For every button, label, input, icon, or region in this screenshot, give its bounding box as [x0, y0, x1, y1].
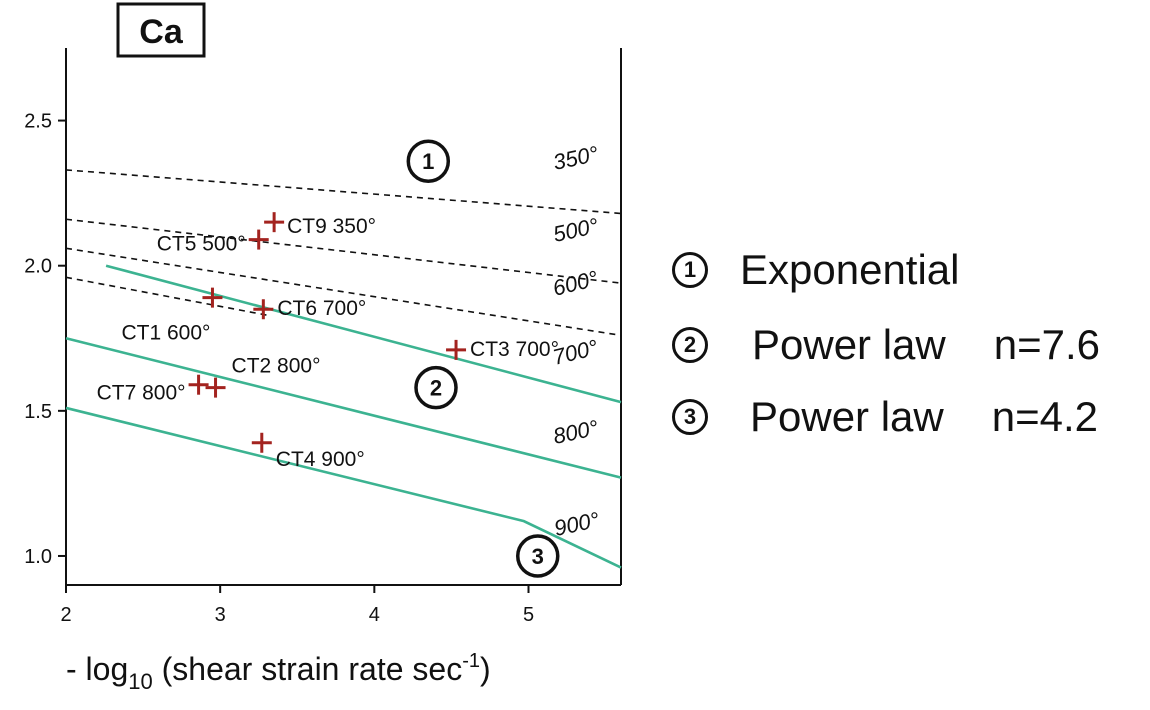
- legend-item-power-law-1: 2 Power law n=7.6: [668, 315, 1100, 375]
- data-point: CT5 500°: [157, 229, 269, 256]
- legend-text-1: Exponential: [740, 246, 960, 293]
- isotherm-line: [65, 276, 267, 316]
- regime-3-marker: [516, 534, 560, 578]
- legend-n-3: n=4.2: [991, 393, 1099, 440]
- regime-1-marker: [406, 139, 451, 183]
- x-axis-label-superscript: -1: [462, 650, 480, 672]
- point-label: CT1 600°: [122, 322, 211, 345]
- legend-text-3: Power law: [750, 393, 944, 440]
- x-axis-label-suffix: ): [480, 651, 491, 687]
- y-tick-label: 2.0: [24, 256, 52, 278]
- point-label: CT6 700°: [277, 297, 366, 320]
- data-point: CT3 700°: [446, 338, 559, 361]
- point-label: CT2 800°: [232, 355, 321, 378]
- point-label: CT9 350°: [287, 215, 376, 238]
- isotherm-label: 900°: [552, 507, 602, 541]
- regime-2-marker: [414, 365, 458, 410]
- x-tick-label: 5: [523, 604, 534, 626]
- isotherm-layer: [65, 169, 622, 569]
- regime-layer: 1 2 3: [406, 139, 560, 578]
- isotherm-label: 500°: [551, 213, 601, 247]
- isotherm-line: [65, 247, 622, 337]
- x-tick-label: 2: [60, 604, 71, 626]
- data-point: CT7 800°: [97, 374, 209, 405]
- isotherm-label: 600°: [550, 266, 600, 301]
- point-label: CT5 500°: [157, 233, 246, 256]
- isotherm-line: [65, 406, 622, 569]
- isotherm-label: 800°: [551, 415, 601, 449]
- data-point: CT4 900°: [251, 432, 365, 471]
- regime-number: 2: [430, 376, 442, 401]
- data-point: CT9 350°: [264, 212, 376, 238]
- regime-number: 3: [532, 544, 544, 569]
- y-tick-label: 1.5: [24, 401, 52, 423]
- point-label: CT7 800°: [97, 382, 186, 405]
- point-label: CT4 900°: [276, 448, 365, 471]
- isotherm-label: 350°: [551, 141, 601, 175]
- data-point: CT1 600°: [122, 287, 223, 345]
- x-axis-label-text: (shear strain rate sec: [153, 651, 462, 687]
- isotherm-line: [65, 337, 622, 479]
- x-tick-label: 3: [215, 604, 226, 626]
- x-tick-label: 4: [369, 604, 380, 626]
- regime-1-icon: 1: [672, 252, 708, 288]
- panel-title: Ca: [139, 13, 184, 51]
- points-layer: CT9 350° CT5 500° CT1 600° CT6 700° CT3 700°…: [97, 212, 559, 471]
- data-point: CT2 800°: [205, 355, 321, 398]
- regime-2-icon: 2: [672, 327, 708, 363]
- panel-title-box: [116, 2, 206, 58]
- legend-item-exponential: 1 Exponential: [668, 240, 960, 300]
- legend-number-1: 1: [683, 257, 697, 282]
- point-label: CT3 700°: [470, 338, 559, 361]
- legend-text-2: Power law: [752, 321, 946, 368]
- data-point: CT6 700°: [253, 297, 366, 320]
- legend-item-power-law-2: 3 Power law n=4.2: [668, 387, 1098, 447]
- x-axis-label-prefix: - log: [66, 651, 128, 687]
- x-axis-label-subscript: 10: [128, 669, 152, 694]
- y-tick-label: 1.0: [24, 546, 52, 568]
- isotherm-line: [65, 218, 622, 284]
- isotherm-line: [105, 264, 622, 404]
- regime-3-icon: 3: [672, 399, 708, 435]
- y-tick-label: 2.5: [24, 111, 52, 133]
- legend-number-3: 3: [683, 404, 697, 429]
- isotherm-line: [65, 169, 622, 215]
- legend-number-2: 2: [683, 332, 697, 357]
- x-axis-label: - log10 (shear strain rate sec-1): [66, 650, 491, 694]
- legend-n-2: n=7.6: [993, 321, 1101, 368]
- ticks-layer: 2 3 4 5 1.0 1.5 2.0 2.5: [24, 111, 534, 626]
- regime-number: 1: [422, 149, 434, 174]
